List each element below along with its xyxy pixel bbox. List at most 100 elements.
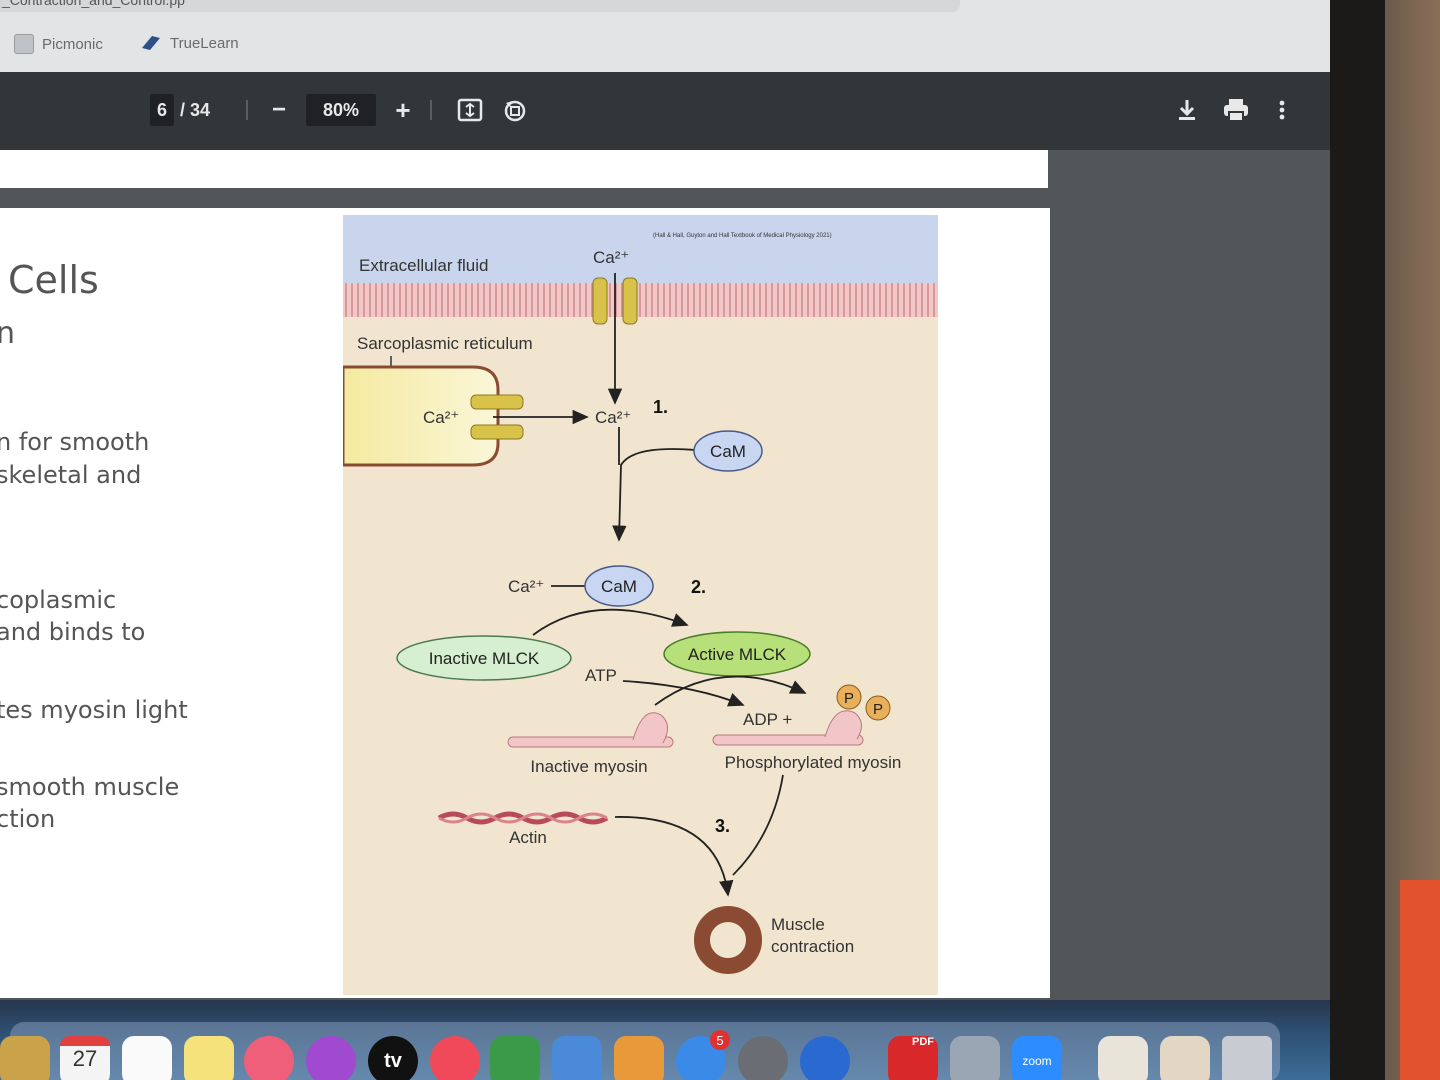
podcasts-icon[interactable] (306, 1036, 356, 1080)
calendar-icon[interactable]: 27 (60, 1036, 110, 1080)
pdf-app-icon[interactable]: PDF (888, 1036, 938, 1080)
ca-top-label: Ca²⁺ (593, 248, 629, 267)
zoom-level-input[interactable]: 80% (306, 94, 376, 126)
news-icon[interactable] (430, 1036, 480, 1080)
notification-badge: 5 (710, 1030, 730, 1050)
bookmark-label: TrueLearn (170, 34, 239, 52)
membrane-calcium-channel (592, 277, 638, 325)
zoom-app-icon[interactable]: zoom (1012, 1036, 1062, 1080)
music-icon[interactable] (244, 1036, 294, 1080)
pdf-toolbar: 6 / 34 − 80% + (0, 72, 1330, 150)
adp-label: ADP + (743, 710, 792, 729)
phosphate-label: P (844, 690, 854, 707)
arrow (654, 675, 807, 706)
bullet-line: skeletal and (0, 461, 142, 489)
cam-bubble (693, 430, 763, 472)
citation: (Hall & Hall, Guyton and Hall Textbook o… (653, 233, 832, 239)
preview-icon[interactable] (950, 1036, 1000, 1080)
phosphate-label: P (873, 701, 883, 718)
inactive-mlck-bubble (396, 635, 572, 681)
arrow (614, 816, 734, 897)
bullet-line: ction (0, 805, 56, 833)
smooth-muscle-contraction-diagram: (Hall & Hall, Guyton and Hall Textbook o… (343, 215, 938, 995)
phosphorylated-myosin-shape (712, 710, 864, 746)
fit-page-button[interactable] (455, 94, 485, 126)
phosphorylated-myosin-label: Phosphorylated myosin (725, 753, 902, 772)
fit-to-page-icon (457, 98, 483, 122)
numbers-icon[interactable] (490, 1036, 540, 1080)
calendar-day: 27 (72, 1046, 98, 1071)
actin-label: Actin (509, 828, 547, 847)
slide-title: Cells (8, 258, 99, 302)
reminders-icon[interactable] (122, 1036, 172, 1080)
laptop-screen: _Contraction_and_Control.pp Picmonic Tru… (0, 0, 1330, 1080)
rotate-button[interactable] (500, 94, 530, 126)
pages-icon[interactable] (614, 1036, 664, 1080)
inactive-mlck-label: Inactive MLCK (429, 649, 540, 668)
bookmark-label: Picmonic (42, 35, 103, 53)
step-1-label: 1. (653, 397, 668, 417)
sr-label: Sarcoplasmic reticulum (357, 334, 533, 353)
sarcoplasmic-reticulum (343, 365, 500, 467)
bullet-line: tes myosin light (0, 696, 188, 724)
system-preferences-icon[interactable] (738, 1036, 788, 1080)
macos-dock-area: 27 tv 5 PDF zoom (0, 1000, 1330, 1080)
quicktime-icon[interactable] (800, 1036, 850, 1080)
contraction-label-line1: Muscle (771, 915, 825, 934)
bookmark-picmonic[interactable]: Picmonic (14, 34, 103, 54)
laptop-bezel (1330, 0, 1440, 1080)
more-options-button[interactable] (1272, 94, 1292, 126)
phosphate-circle (865, 695, 891, 721)
cam-bubble (584, 565, 654, 607)
contraction-label-line2: contraction (771, 937, 854, 956)
inactive-myosin-label: Inactive myosin (530, 757, 647, 776)
inactive-myosin-shape (507, 712, 674, 748)
ca-cytosol-label: Ca²⁺ (595, 408, 631, 427)
sr-calcium-channel (470, 394, 524, 440)
muscle-contraction-ring (694, 906, 762, 974)
cell-membrane (343, 283, 938, 317)
apple-tv-icon[interactable]: tv (368, 1036, 418, 1080)
divider (430, 100, 432, 120)
print-icon (1224, 99, 1248, 122)
app-store-icon[interactable]: 5 (676, 1030, 730, 1080)
more-vertical-icon (1279, 100, 1285, 120)
ca-cam-label: Ca²⁺ (508, 577, 544, 596)
bullet-line: coplasmic (0, 586, 117, 614)
trash-icon[interactable] (1222, 1036, 1272, 1080)
picmonic-icon (14, 34, 34, 54)
ca-sr-label: Ca²⁺ (423, 408, 459, 427)
print-button[interactable] (1220, 94, 1252, 126)
step-2-label: 2. (691, 577, 706, 597)
zoom-in-button[interactable]: + (395, 94, 411, 125)
bullet-line: n for smooth (0, 428, 150, 456)
previous-page (0, 150, 1048, 188)
active-mlck-label: Active MLCK (688, 645, 787, 664)
bullet-line: smooth muscle (0, 773, 180, 801)
background-object (1400, 880, 1440, 1080)
actin-filament (437, 811, 609, 825)
bookmark-truelearn[interactable]: TrueLearn (140, 34, 239, 52)
address-bar[interactable]: _Contraction_and_Control.pp (0, 0, 960, 12)
arrow (612, 448, 696, 542)
divider (246, 100, 248, 120)
browser-chrome: _Contraction_and_Control.pp Picmonic Tru… (0, 0, 1330, 72)
document-stack-icon[interactable] (1098, 1036, 1148, 1080)
cam-label: CaM (710, 442, 746, 461)
download-button[interactable] (1172, 94, 1202, 126)
keynote-icon[interactable] (552, 1036, 602, 1080)
truelearn-icon (142, 36, 160, 50)
downloads-stack-icon[interactable] (1160, 1036, 1210, 1080)
notes-icon[interactable] (184, 1036, 234, 1080)
zoom-out-button[interactable]: − (271, 96, 286, 123)
page-number-input[interactable]: 6 (150, 94, 174, 126)
url-text: _Contraction_and_Control.pp (2, 0, 185, 8)
arrow (532, 608, 689, 636)
step-3-label: 3. (715, 816, 730, 836)
finder-icon[interactable] (0, 1036, 50, 1080)
extracellular-label: Extracellular fluid (359, 256, 488, 275)
cytoplasm-background (343, 215, 938, 995)
download-icon (1179, 100, 1195, 120)
arrow (622, 680, 745, 707)
page-total: / 34 (180, 99, 211, 120)
